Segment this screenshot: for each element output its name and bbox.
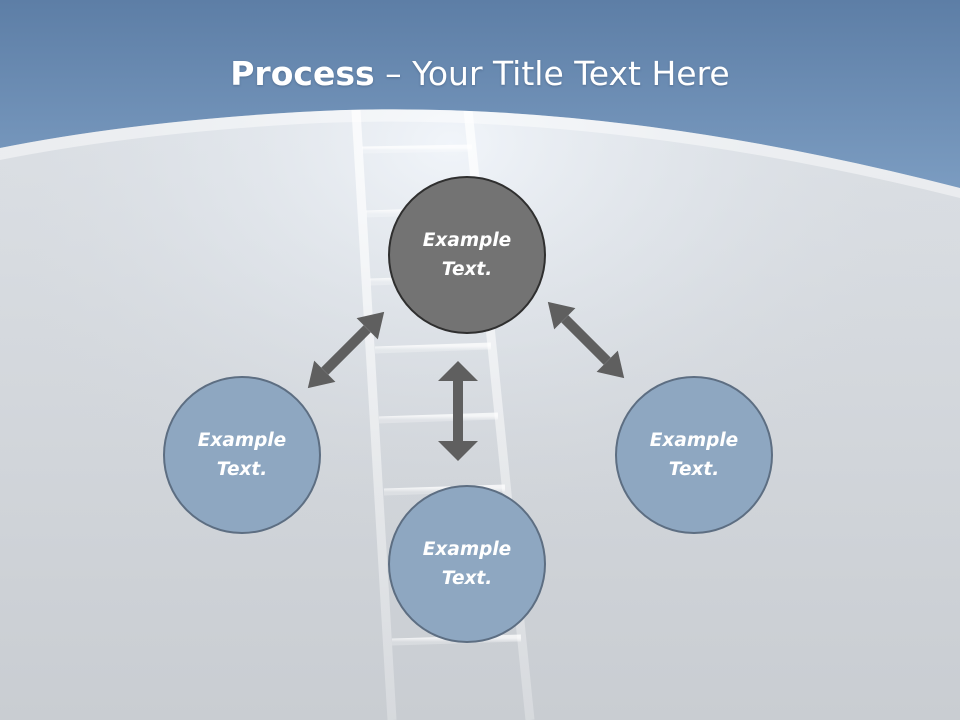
node-left-label: Example Text. xyxy=(197,430,287,480)
arrow-top-left xyxy=(307,311,385,389)
title-rest: – Your Title Text Here xyxy=(374,54,730,93)
node-left[interactable]: Example Text. xyxy=(163,376,321,534)
node-top[interactable]: Example Text. xyxy=(388,176,546,334)
node-right[interactable]: Example Text. xyxy=(615,376,773,534)
title-bold: Process xyxy=(230,54,375,93)
node-right-label: Example Text. xyxy=(649,430,739,480)
slide-title[interactable]: Process – Your Title Text Here xyxy=(0,52,960,96)
arrow-vertical xyxy=(438,361,478,461)
arrow-top-right xyxy=(547,301,625,379)
header-band xyxy=(0,0,960,188)
node-bottom[interactable]: Example Text. xyxy=(388,485,546,643)
node-top-label: Example Text. xyxy=(422,230,512,280)
header-highlight xyxy=(0,109,960,198)
node-bottom-label: Example Text. xyxy=(422,539,512,589)
